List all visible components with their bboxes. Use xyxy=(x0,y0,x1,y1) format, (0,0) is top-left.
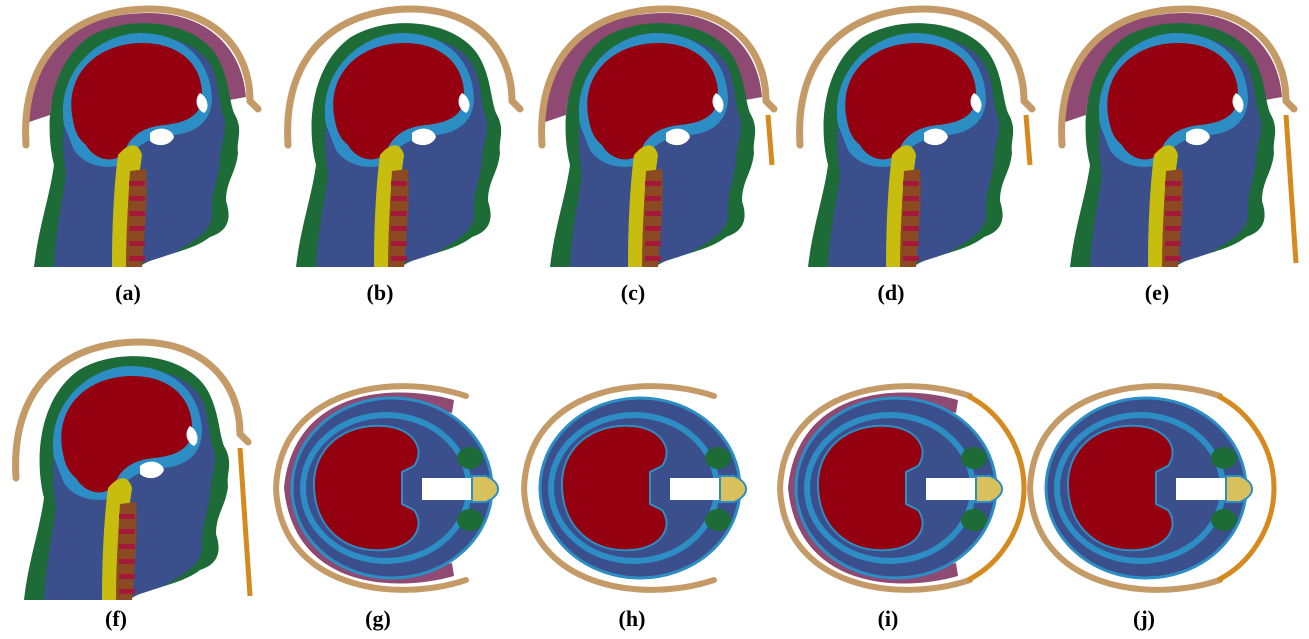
intervertebral-disc xyxy=(391,256,407,261)
panel-i xyxy=(778,378,1028,598)
intervertebral-disc xyxy=(391,241,407,246)
intervertebral-disc xyxy=(903,196,919,201)
intervertebral-disc xyxy=(903,226,919,231)
caption-a: (a) xyxy=(88,280,168,306)
intervertebral-disc xyxy=(129,256,145,261)
panel-f xyxy=(4,338,254,608)
intervertebral-disc xyxy=(391,181,407,186)
panel-g xyxy=(274,378,524,598)
right-eye xyxy=(961,509,987,531)
intervertebral-disc xyxy=(645,241,661,246)
visor xyxy=(768,115,772,165)
left-eye xyxy=(961,447,987,469)
visor xyxy=(1286,115,1296,263)
intervertebral-disc xyxy=(119,589,135,594)
visor xyxy=(240,448,250,596)
intervertebral-disc xyxy=(391,226,407,231)
intervertebral-disc xyxy=(119,514,135,519)
intervertebral-disc xyxy=(129,241,145,246)
nose xyxy=(1226,476,1252,502)
panel-j xyxy=(1028,378,1278,598)
panel-h xyxy=(522,378,772,598)
nose xyxy=(976,476,1002,502)
intervertebral-disc xyxy=(645,226,661,231)
intervertebral-disc xyxy=(903,211,919,216)
intervertebral-disc xyxy=(1165,181,1181,186)
intervertebral-disc xyxy=(129,196,145,201)
left-eye xyxy=(1211,447,1237,469)
intervertebral-disc xyxy=(391,196,407,201)
illustration-svg xyxy=(14,5,264,275)
panel-a xyxy=(14,5,264,275)
intervertebral-disc xyxy=(1165,241,1181,246)
illustration-svg xyxy=(4,338,254,608)
caption-c: (c) xyxy=(593,280,673,306)
nasal-cavity xyxy=(1176,478,1228,500)
right-eye xyxy=(457,509,483,531)
intervertebral-disc xyxy=(903,181,919,186)
left-eye xyxy=(705,447,731,469)
intervertebral-disc xyxy=(119,574,135,579)
caption-b: (b) xyxy=(340,280,420,306)
intervertebral-disc xyxy=(903,256,919,261)
illustration-svg xyxy=(788,5,1038,275)
intervertebral-disc xyxy=(391,211,407,216)
left-eye xyxy=(457,447,483,469)
illustration-svg xyxy=(276,5,526,275)
caption-e: (e) xyxy=(1117,280,1197,306)
caption-i: (i) xyxy=(848,606,928,632)
illustration-svg xyxy=(778,378,1028,598)
nose xyxy=(472,476,498,502)
intervertebral-disc xyxy=(645,196,661,201)
intervertebral-disc xyxy=(645,211,661,216)
right-eye xyxy=(1211,509,1237,531)
caption-g: (g) xyxy=(338,606,418,632)
caption-j: (j) xyxy=(1104,606,1184,632)
intervertebral-disc xyxy=(119,559,135,564)
panel-d xyxy=(788,5,1038,275)
illustration-svg xyxy=(1028,378,1278,598)
nasal-cavity xyxy=(926,478,978,500)
panel-b xyxy=(276,5,526,275)
panel-c xyxy=(530,5,780,275)
nasal-cavity xyxy=(670,478,722,500)
illustration-svg xyxy=(522,378,772,598)
intervertebral-disc xyxy=(119,529,135,534)
intervertebral-disc xyxy=(119,544,135,549)
intervertebral-disc xyxy=(129,226,145,231)
visor xyxy=(1026,115,1030,165)
intervertebral-disc xyxy=(645,181,661,186)
caption-d: (d) xyxy=(851,280,931,306)
panel-e xyxy=(1050,5,1300,275)
illustration-svg xyxy=(1050,5,1300,275)
intervertebral-disc xyxy=(1165,226,1181,231)
intervertebral-disc xyxy=(1165,211,1181,216)
intervertebral-disc xyxy=(645,256,661,261)
intervertebral-disc xyxy=(1165,196,1181,201)
intervertebral-disc xyxy=(129,181,145,186)
caption-h: (h) xyxy=(592,606,672,632)
caption-f: (f) xyxy=(76,606,156,632)
illustration-svg xyxy=(274,378,524,598)
intervertebral-disc xyxy=(129,211,145,216)
intervertebral-disc xyxy=(903,241,919,246)
intervertebral-disc xyxy=(1165,256,1181,261)
right-eye xyxy=(705,509,731,531)
nose xyxy=(720,476,746,502)
nasal-cavity xyxy=(422,478,474,500)
illustration-svg xyxy=(530,5,780,275)
